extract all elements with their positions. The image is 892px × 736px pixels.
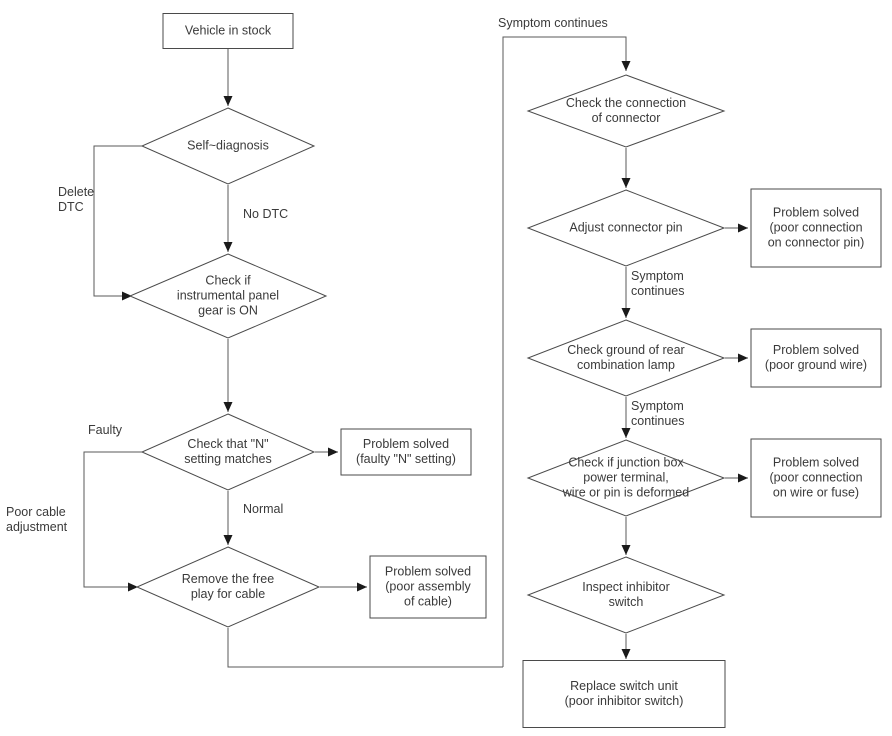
edge-e-poorcable-loop <box>83 451 145 592</box>
edge-label-label-symptom-continues-top: Symptom continues <box>498 16 608 30</box>
node-label: wire or pin is deformed <box>562 485 689 499</box>
node-label: of connector <box>592 111 661 125</box>
edge-label-line: Symptom continues <box>498 16 608 30</box>
node-label: (poor ground wire) <box>765 358 867 372</box>
node-problem-faulty-n-setting: Problem solved(faulty "N" setting) <box>340 428 472 476</box>
edge-label-label-no-dtc: No DTC <box>243 207 288 221</box>
node-label: power terminal, <box>583 470 668 484</box>
node-label: Check the connection <box>566 96 686 110</box>
edge-label-label-faulty: Faulty <box>88 423 123 437</box>
node-label: on connector pin) <box>768 235 865 249</box>
node-check-n-setting: Check that "N"setting matches <box>140 413 316 491</box>
edge-e-symptom-riser <box>502 36 631 667</box>
edge-label-line: Symptom <box>631 399 684 413</box>
node-label: switch <box>609 595 644 609</box>
node-replace-switch-unit: Replace switch unit(poor inhibitor switc… <box>522 660 726 728</box>
node-label: (poor inhibitor switch) <box>565 694 684 708</box>
node-label: Problem solved <box>385 564 471 578</box>
node-label: Adjust connector pin <box>569 220 682 234</box>
node-label: gear is ON <box>198 303 258 317</box>
node-label: Check that "N" <box>187 437 268 451</box>
node-vehicle-in-stock: Vehicle in stock <box>162 13 294 49</box>
node-label: Remove the free <box>182 572 274 586</box>
node-label: setting matches <box>184 452 272 466</box>
node-label: (poor connection <box>769 220 862 234</box>
node-label: combination lamp <box>577 358 675 372</box>
edge-label-label-normal: Normal <box>243 502 283 516</box>
node-label: of cable) <box>404 594 452 608</box>
edge-label-line: No DTC <box>243 207 288 221</box>
node-label: (faulty "N" setting) <box>356 452 456 466</box>
node-label: Check ground of rear <box>567 343 684 357</box>
node-label: Vehicle in stock <box>185 23 272 37</box>
node-label: Problem solved <box>773 343 859 357</box>
node-label: Check if <box>205 273 251 287</box>
node-label: Problem solved <box>773 455 859 469</box>
node-adjust-connector-pin: Adjust connector pin <box>526 189 726 267</box>
node-label: Replace switch unit <box>570 679 678 693</box>
node-problem-poor-ground-wire: Problem solved(poor ground wire) <box>750 328 882 388</box>
node-label: instrumental panel <box>177 288 279 302</box>
node-label: (poor connection <box>769 470 862 484</box>
node-label: Problem solved <box>363 437 449 451</box>
edge-label-line: Symptom <box>631 269 684 283</box>
node-self-diagnosis: Self~diagnosis <box>140 107 316 185</box>
node-label: on wire or fuse) <box>773 485 859 499</box>
edge-label-line: DTC <box>58 200 84 214</box>
node-label: Self~diagnosis <box>187 138 269 152</box>
edge-label-line: Poor cable <box>6 505 66 519</box>
edge-label-line: continues <box>631 414 685 428</box>
node-label: Inspect inhibitor <box>582 580 670 594</box>
node-label: play for cable <box>191 587 265 601</box>
edge-label-line: continues <box>631 284 685 298</box>
node-label: (poor assembly <box>385 579 471 593</box>
edge-e-remove-bottom-to-right <box>227 628 503 668</box>
edge-label-line: adjustment <box>6 520 68 534</box>
edge-label-line: Faulty <box>88 423 123 437</box>
edge-label-line: Delete <box>58 185 94 199</box>
edge-e-deletedtc-loop <box>93 145 143 301</box>
edges-layer <box>83 36 748 668</box>
edge-label-line: Normal <box>243 502 283 516</box>
node-label: Problem solved <box>773 205 859 219</box>
node-label: Check if junction box <box>568 455 684 469</box>
